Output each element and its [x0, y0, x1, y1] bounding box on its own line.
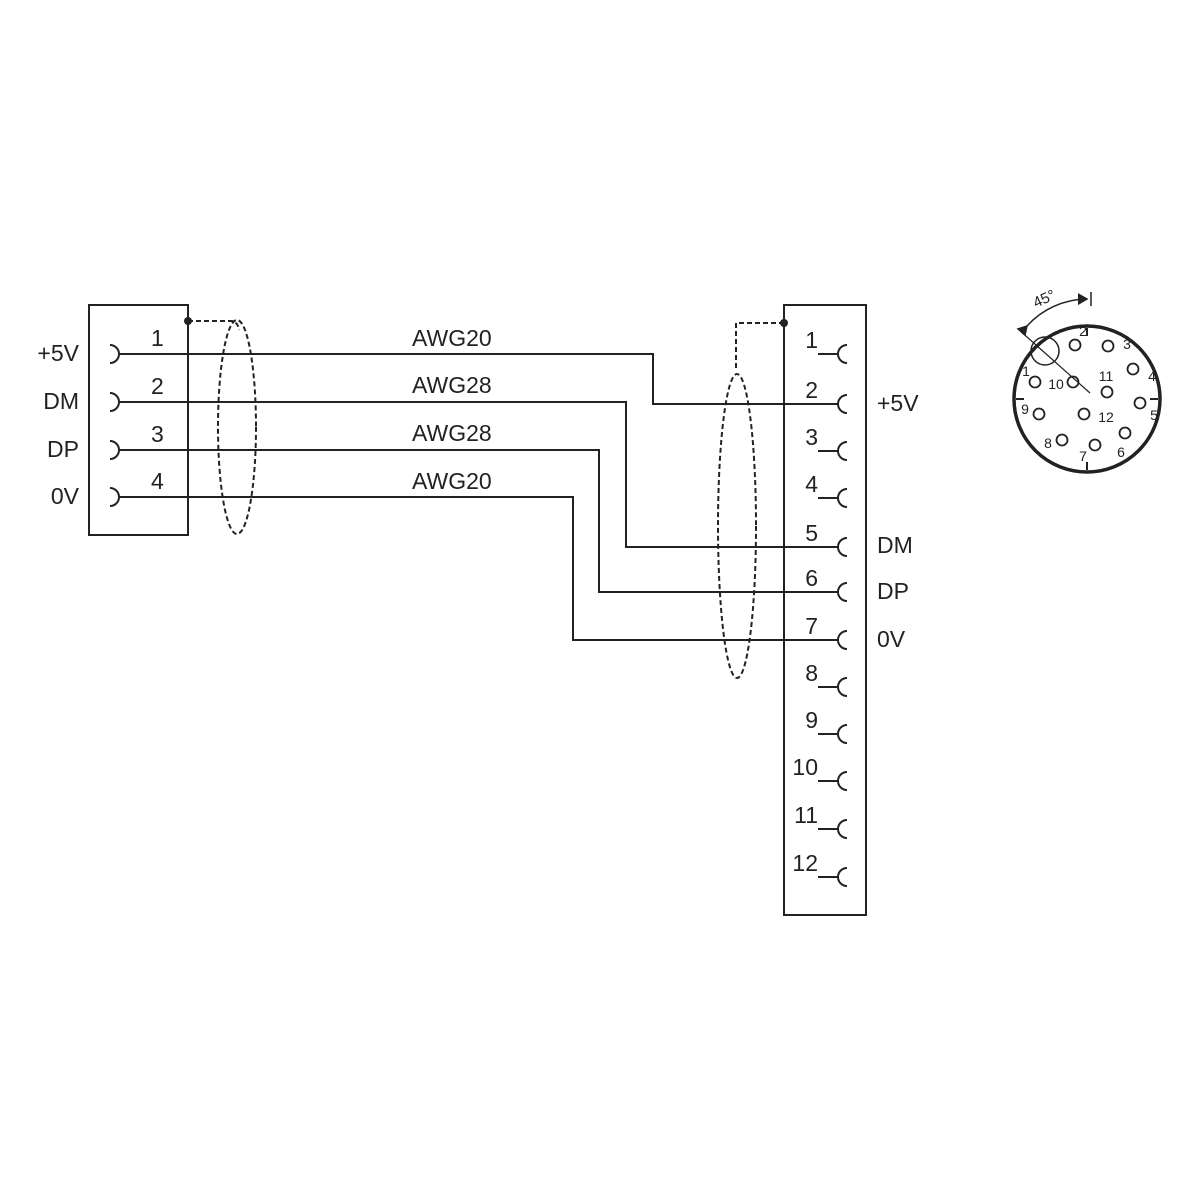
- left-terminal-1: [109, 344, 120, 364]
- right-signal-2: +5V: [877, 390, 919, 416]
- shield-left: [217, 319, 257, 535]
- wire-3: [119, 449, 830, 593]
- left-signal-1: +5V: [37, 340, 79, 366]
- wires: AWG20 AWG28 AWG28 AWG20: [119, 325, 830, 641]
- angle-arc: [1016, 293, 1089, 337]
- left-terminal-2: [109, 392, 120, 412]
- face-pin-7: [1088, 438, 1102, 452]
- left-pin-number-2: 2: [151, 373, 164, 399]
- right-terminal-11: [837, 819, 848, 839]
- face-pin-6: [1118, 426, 1132, 440]
- wire-gauge-4: AWG20: [412, 468, 492, 494]
- left-pin-number-3: 3: [151, 421, 164, 447]
- left-connector: +5V DM DP 0V 1 2 3 4: [37, 304, 192, 536]
- right-terminal-8: [837, 677, 848, 697]
- left-pin-number-4: 4: [151, 468, 164, 494]
- face-pin-5: [1133, 396, 1147, 410]
- shield-left-drain: [188, 320, 240, 331]
- right-pin-number-9: 9: [805, 707, 818, 733]
- wire-gauge-2: AWG28: [412, 372, 492, 398]
- right-pin-number-3: 3: [805, 424, 818, 450]
- right-terminal-1: [837, 344, 848, 364]
- right-terminal-4: [837, 488, 848, 508]
- right-terminal-5: [837, 537, 848, 557]
- face-pin-label-12: 12: [1098, 409, 1114, 425]
- right-pin-number-11: 11: [794, 802, 818, 828]
- right-shield-junction: [780, 319, 788, 327]
- face-pin-4: [1126, 362, 1140, 376]
- face-pin-label-4: 4: [1148, 368, 1156, 384]
- cable-shields: [188, 319, 784, 679]
- right-pin-number-10: 10: [792, 754, 818, 780]
- face-pin-label-6: 6: [1117, 444, 1125, 460]
- face-pin-label-1: 1: [1022, 363, 1030, 379]
- face-pin-3: [1101, 339, 1115, 353]
- face-pin-label-8: 8: [1044, 435, 1052, 451]
- right-pin-number-6: 6: [805, 565, 818, 591]
- right-connector-body: [783, 304, 867, 916]
- right-signal-5: DM: [877, 532, 913, 558]
- angle-label: 45°: [1031, 287, 1059, 312]
- right-terminal-2: [837, 394, 848, 414]
- wire-gauge-3: AWG28: [412, 420, 492, 446]
- wire-1: [119, 353, 830, 405]
- face-pin-1: [1028, 375, 1042, 389]
- right-pin-number-8: 8: [805, 660, 818, 686]
- right-pin-number-5: 5: [805, 520, 818, 546]
- face-pin-label-5: 5: [1150, 407, 1158, 423]
- left-signal-4: 0V: [51, 483, 80, 509]
- wire-2: [119, 401, 830, 548]
- left-signal-3: DP: [47, 436, 79, 462]
- face-pin-8: [1055, 433, 1069, 447]
- face-pin-label-9: 9: [1021, 401, 1029, 417]
- right-pin-number-1: 1: [805, 327, 818, 353]
- face-pin-11: [1100, 385, 1114, 399]
- wire-4: [119, 496, 830, 641]
- left-terminal-3: [109, 440, 120, 460]
- wire-gauge-1: AWG20: [412, 325, 492, 351]
- shield-right: [717, 373, 757, 679]
- right-terminal-7: [837, 630, 848, 650]
- face-pin-label-10: 10: [1048, 376, 1064, 392]
- face-pin-2: [1068, 338, 1082, 352]
- left-terminal-4: [109, 487, 120, 507]
- right-signal-7: 0V: [877, 626, 906, 652]
- right-pin-number-2: 2: [805, 377, 818, 403]
- left-connector-body: [88, 304, 189, 536]
- right-pin-number-7: 7: [805, 613, 818, 639]
- right-pin-number-4: 4: [805, 471, 818, 497]
- face-pin-label-3: 3: [1123, 336, 1131, 352]
- right-signal-6: DP: [877, 578, 909, 604]
- left-signal-2: DM: [43, 388, 79, 414]
- right-terminal-6: [837, 582, 848, 602]
- left-pin-number-1: 1: [151, 325, 164, 351]
- right-terminal-3: [837, 441, 848, 461]
- face-pin-label-2: 2: [1079, 323, 1087, 339]
- face-pin-12: [1077, 407, 1091, 421]
- face-pin-9: [1032, 407, 1046, 421]
- face-pin-label-7: 7: [1079, 448, 1087, 464]
- right-terminal-10: [837, 771, 848, 791]
- shield-right-drain: [735, 322, 784, 370]
- face-pin-label-11: 11: [1099, 368, 1114, 384]
- face-pin-10: [1066, 375, 1080, 389]
- right-terminal-9: [837, 724, 848, 744]
- right-pin-number-12: 12: [792, 850, 818, 876]
- face-outline: [1012, 324, 1162, 474]
- right-terminal-12: [837, 867, 848, 887]
- coding-key: [1030, 336, 1060, 366]
